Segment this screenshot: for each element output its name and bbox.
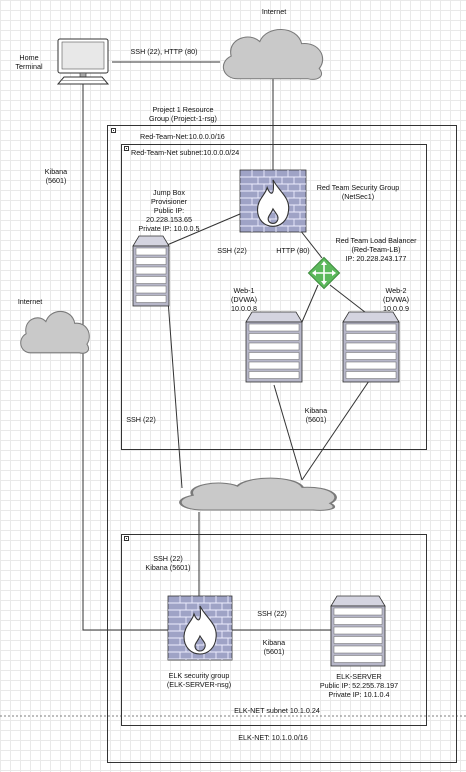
load-balancer-icon bbox=[307, 256, 341, 290]
web-1-label: Web-1 (DVWA) 10.0.0.8 bbox=[230, 286, 258, 313]
internet-cloud-left bbox=[20, 310, 90, 354]
jump-box-server-icon bbox=[132, 235, 170, 307]
elk-ssh-kibana-label: SSH (22) Kibana (5601) bbox=[145, 554, 191, 572]
link-web2-cloud bbox=[301, 377, 372, 481]
elk-server-icon bbox=[330, 595, 386, 667]
security-group-label: Red Team Security Group (NetSec1) bbox=[316, 183, 400, 201]
elk-net-label: ELK-NET: 10.1.0.0/16 bbox=[238, 733, 308, 742]
elk-security-group-label: ELK security group (ELK-SERVER-nsg) bbox=[166, 671, 232, 689]
web-2-server-icon bbox=[342, 311, 400, 383]
link-lb-web1 bbox=[301, 284, 319, 323]
elk-subnet-box bbox=[121, 534, 427, 726]
link-jump-cloud bbox=[167, 299, 183, 489]
internet-top-label: Internet bbox=[261, 7, 287, 16]
ssh-http-label: SSH (22), HTTP (80) bbox=[130, 47, 198, 56]
firewall-icon-elk bbox=[167, 595, 233, 661]
internet-left-label: Internet bbox=[17, 297, 43, 306]
elk-kibana-label: Kibana (5601) bbox=[262, 638, 286, 656]
web-1-server-icon bbox=[245, 311, 303, 383]
elk-subnet-collapse-icon[interactable] bbox=[124, 536, 129, 541]
elk-subnet-label: ELK-NET subnet 10.1.0.24 bbox=[234, 706, 320, 715]
ssh-jump-label: SSH (22) bbox=[217, 246, 247, 255]
computer-icon bbox=[56, 38, 110, 85]
red-team-subnet-label: Red-Team-Net subnet:10.0.0.0/24 bbox=[131, 148, 240, 157]
kibana-left-label: Kibana (5601) bbox=[44, 167, 68, 185]
ssh-middle-label: SSH (22) bbox=[126, 415, 156, 424]
web-2-label: Web-2 (DVWA) 10.0.0.9 bbox=[382, 286, 410, 313]
link-jump-firewall bbox=[166, 213, 241, 246]
red-team-subnet-collapse-icon[interactable] bbox=[124, 146, 129, 151]
elk-server-label: ELK-SERVER Public IP: 52.255.78.197 Priv… bbox=[319, 672, 399, 699]
firewall-icon-red-team bbox=[239, 169, 307, 233]
resource-group-box bbox=[107, 125, 457, 763]
connections bbox=[82, 61, 372, 631]
link-lb-web2 bbox=[329, 284, 371, 317]
red-team-subnet-box bbox=[121, 144, 427, 450]
link-terminal-elk bbox=[82, 82, 180, 631]
internet-cloud-top bbox=[222, 29, 324, 80]
elk-ssh-label: SSH (22) bbox=[257, 609, 287, 618]
link-firewall-lb bbox=[299, 229, 323, 259]
kibana-middle-label: Kibana (5601) bbox=[304, 406, 328, 424]
red-team-net-label: Red-Team-Net:10.0.0.0/16 bbox=[140, 132, 225, 141]
http-80-label: HTTP (80) bbox=[276, 246, 310, 255]
load-balancer-label: Red Team Load Balancer (Red-Team-LB) IP:… bbox=[335, 236, 417, 263]
resource-group-label: Project 1 Resource Group (Project-1-rsg) bbox=[149, 105, 217, 123]
link-web1-cloud bbox=[273, 384, 303, 481]
jump-box-label: Jump Box Provisioner Public IP: 20.228.1… bbox=[138, 188, 200, 233]
home-terminal-label: Home Terminal bbox=[15, 53, 43, 71]
network-cloud-middle bbox=[179, 477, 337, 511]
resource-group-collapse-icon[interactable] bbox=[111, 128, 116, 133]
